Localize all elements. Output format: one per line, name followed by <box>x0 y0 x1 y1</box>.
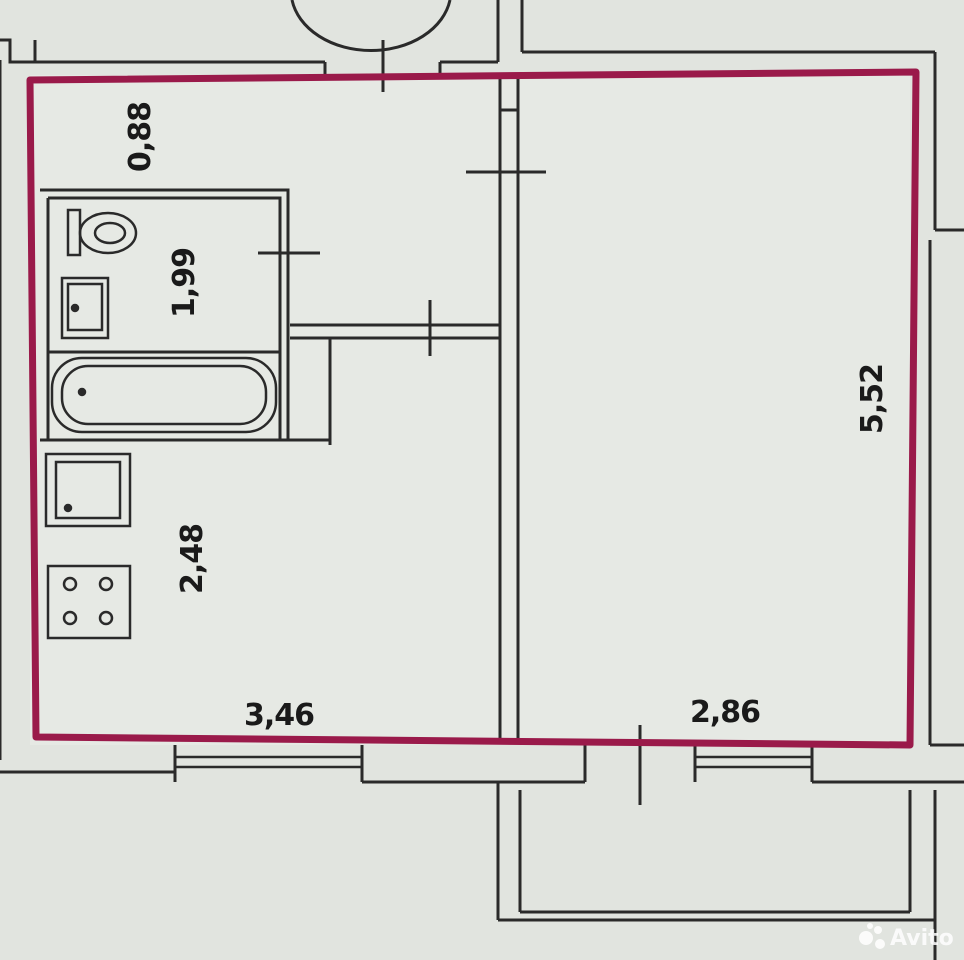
dim-corridor-width: 0,88 <box>123 102 158 172</box>
stove-burner-3 <box>62 610 78 626</box>
bathtub-icon <box>50 356 278 434</box>
kitchen-sink-drain <box>63 503 73 513</box>
avito-logo-dot-2 <box>875 939 885 949</box>
avito-logo-icon <box>859 931 873 945</box>
dim-bathroom-length: 1,99 <box>167 248 202 318</box>
apartment-outline <box>26 68 920 749</box>
bathtub-drain <box>77 387 87 397</box>
sink-drain <box>70 303 80 313</box>
avito-watermark: Avito <box>859 923 954 951</box>
door-markers <box>258 40 642 805</box>
avito-logo-dot-1 <box>874 926 882 934</box>
bathtub-inner <box>60 364 268 426</box>
avito-logo-dot-3 <box>867 923 873 929</box>
toilet-bowl-icon <box>78 211 138 255</box>
kitchen-sink-icon <box>44 452 132 528</box>
fixtures <box>44 208 278 640</box>
toilet-seat <box>93 221 127 245</box>
dim-room-width: 2,86 <box>690 695 760 730</box>
sink-basin <box>66 282 104 332</box>
stove-burner-1 <box>62 576 78 592</box>
stove-burner-4 <box>98 610 114 626</box>
windows <box>175 755 812 769</box>
stove-burner-2 <box>98 576 114 592</box>
stove-icon <box>46 564 132 640</box>
top-left-wall <box>0 38 325 64</box>
dim-kitchen-length: 2,48 <box>175 524 210 594</box>
interior-walls <box>40 75 520 740</box>
kitchen-sink-basin <box>54 460 122 520</box>
bathroom-sink-icon <box>60 276 110 340</box>
dim-left-width: 3,46 <box>244 698 314 733</box>
top-fixture-arc <box>290 0 452 52</box>
avito-brand-text: Avito <box>890 926 954 951</box>
dim-room-length: 5,52 <box>855 364 890 434</box>
bathroom-inner <box>48 196 282 440</box>
apartment-floor <box>30 75 910 745</box>
bathroom-outer <box>40 188 290 440</box>
